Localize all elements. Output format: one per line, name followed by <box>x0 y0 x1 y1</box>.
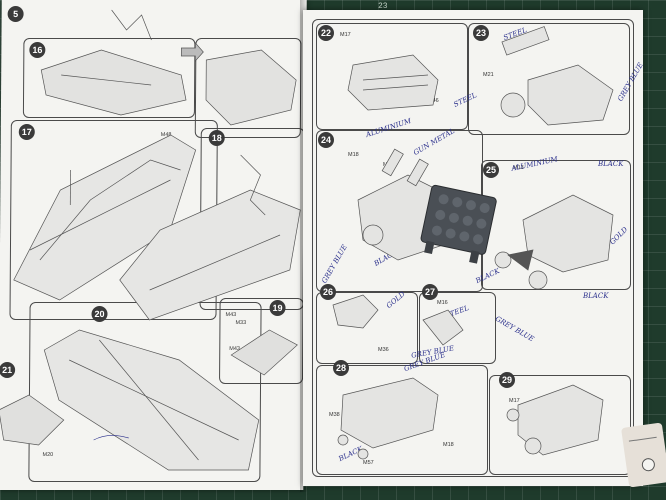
part-label: M13 <box>513 165 524 171</box>
step-number-23: 23 <box>473 25 489 41</box>
part-label: M17 <box>340 32 351 38</box>
step-frame-29 <box>489 375 631 475</box>
mat-number: 23 <box>378 2 388 11</box>
step-number-29: 29 <box>499 372 515 388</box>
left-instruction-sheet: 5 16 17 18 19 20 21 M48 M43 M43 M33 M20 <box>0 0 307 490</box>
step-number-25: 25 <box>483 162 499 178</box>
part-label: M18 <box>348 152 359 158</box>
hull-line-art <box>0 9 301 471</box>
engine-line-art <box>332 26 614 460</box>
step-frame-28 <box>316 365 488 475</box>
part-label: M16 <box>437 300 448 306</box>
part-label: M36 <box>378 347 389 353</box>
step-frame-26 <box>316 292 418 364</box>
right-instruction-sheet: 22 23 24 25 26 27 28 29 M17 M21 M46 M18 … <box>303 10 645 486</box>
part-label: M21 <box>483 72 494 78</box>
part-label: M18 <box>443 442 454 448</box>
step-number-28: 28 <box>333 360 349 376</box>
assembled-engine-model <box>416 178 502 267</box>
step-number-27: 27 <box>422 284 438 300</box>
step-frame-27 <box>419 292 496 364</box>
step-number-26: 26 <box>320 284 336 300</box>
part-label: M38 <box>329 412 340 418</box>
step-number-24: 24 <box>318 132 334 148</box>
step-number-22: 22 <box>318 25 334 41</box>
part-label: M17 <box>509 398 520 404</box>
step-frame-23 <box>468 23 630 135</box>
handwritten-note: BLACK <box>598 160 624 168</box>
page-border <box>312 19 634 477</box>
handwritten-note: BLACK <box>583 292 609 300</box>
step-frame-22 <box>316 23 468 130</box>
part-label: M57 <box>363 460 374 466</box>
paper-tag <box>621 422 666 488</box>
